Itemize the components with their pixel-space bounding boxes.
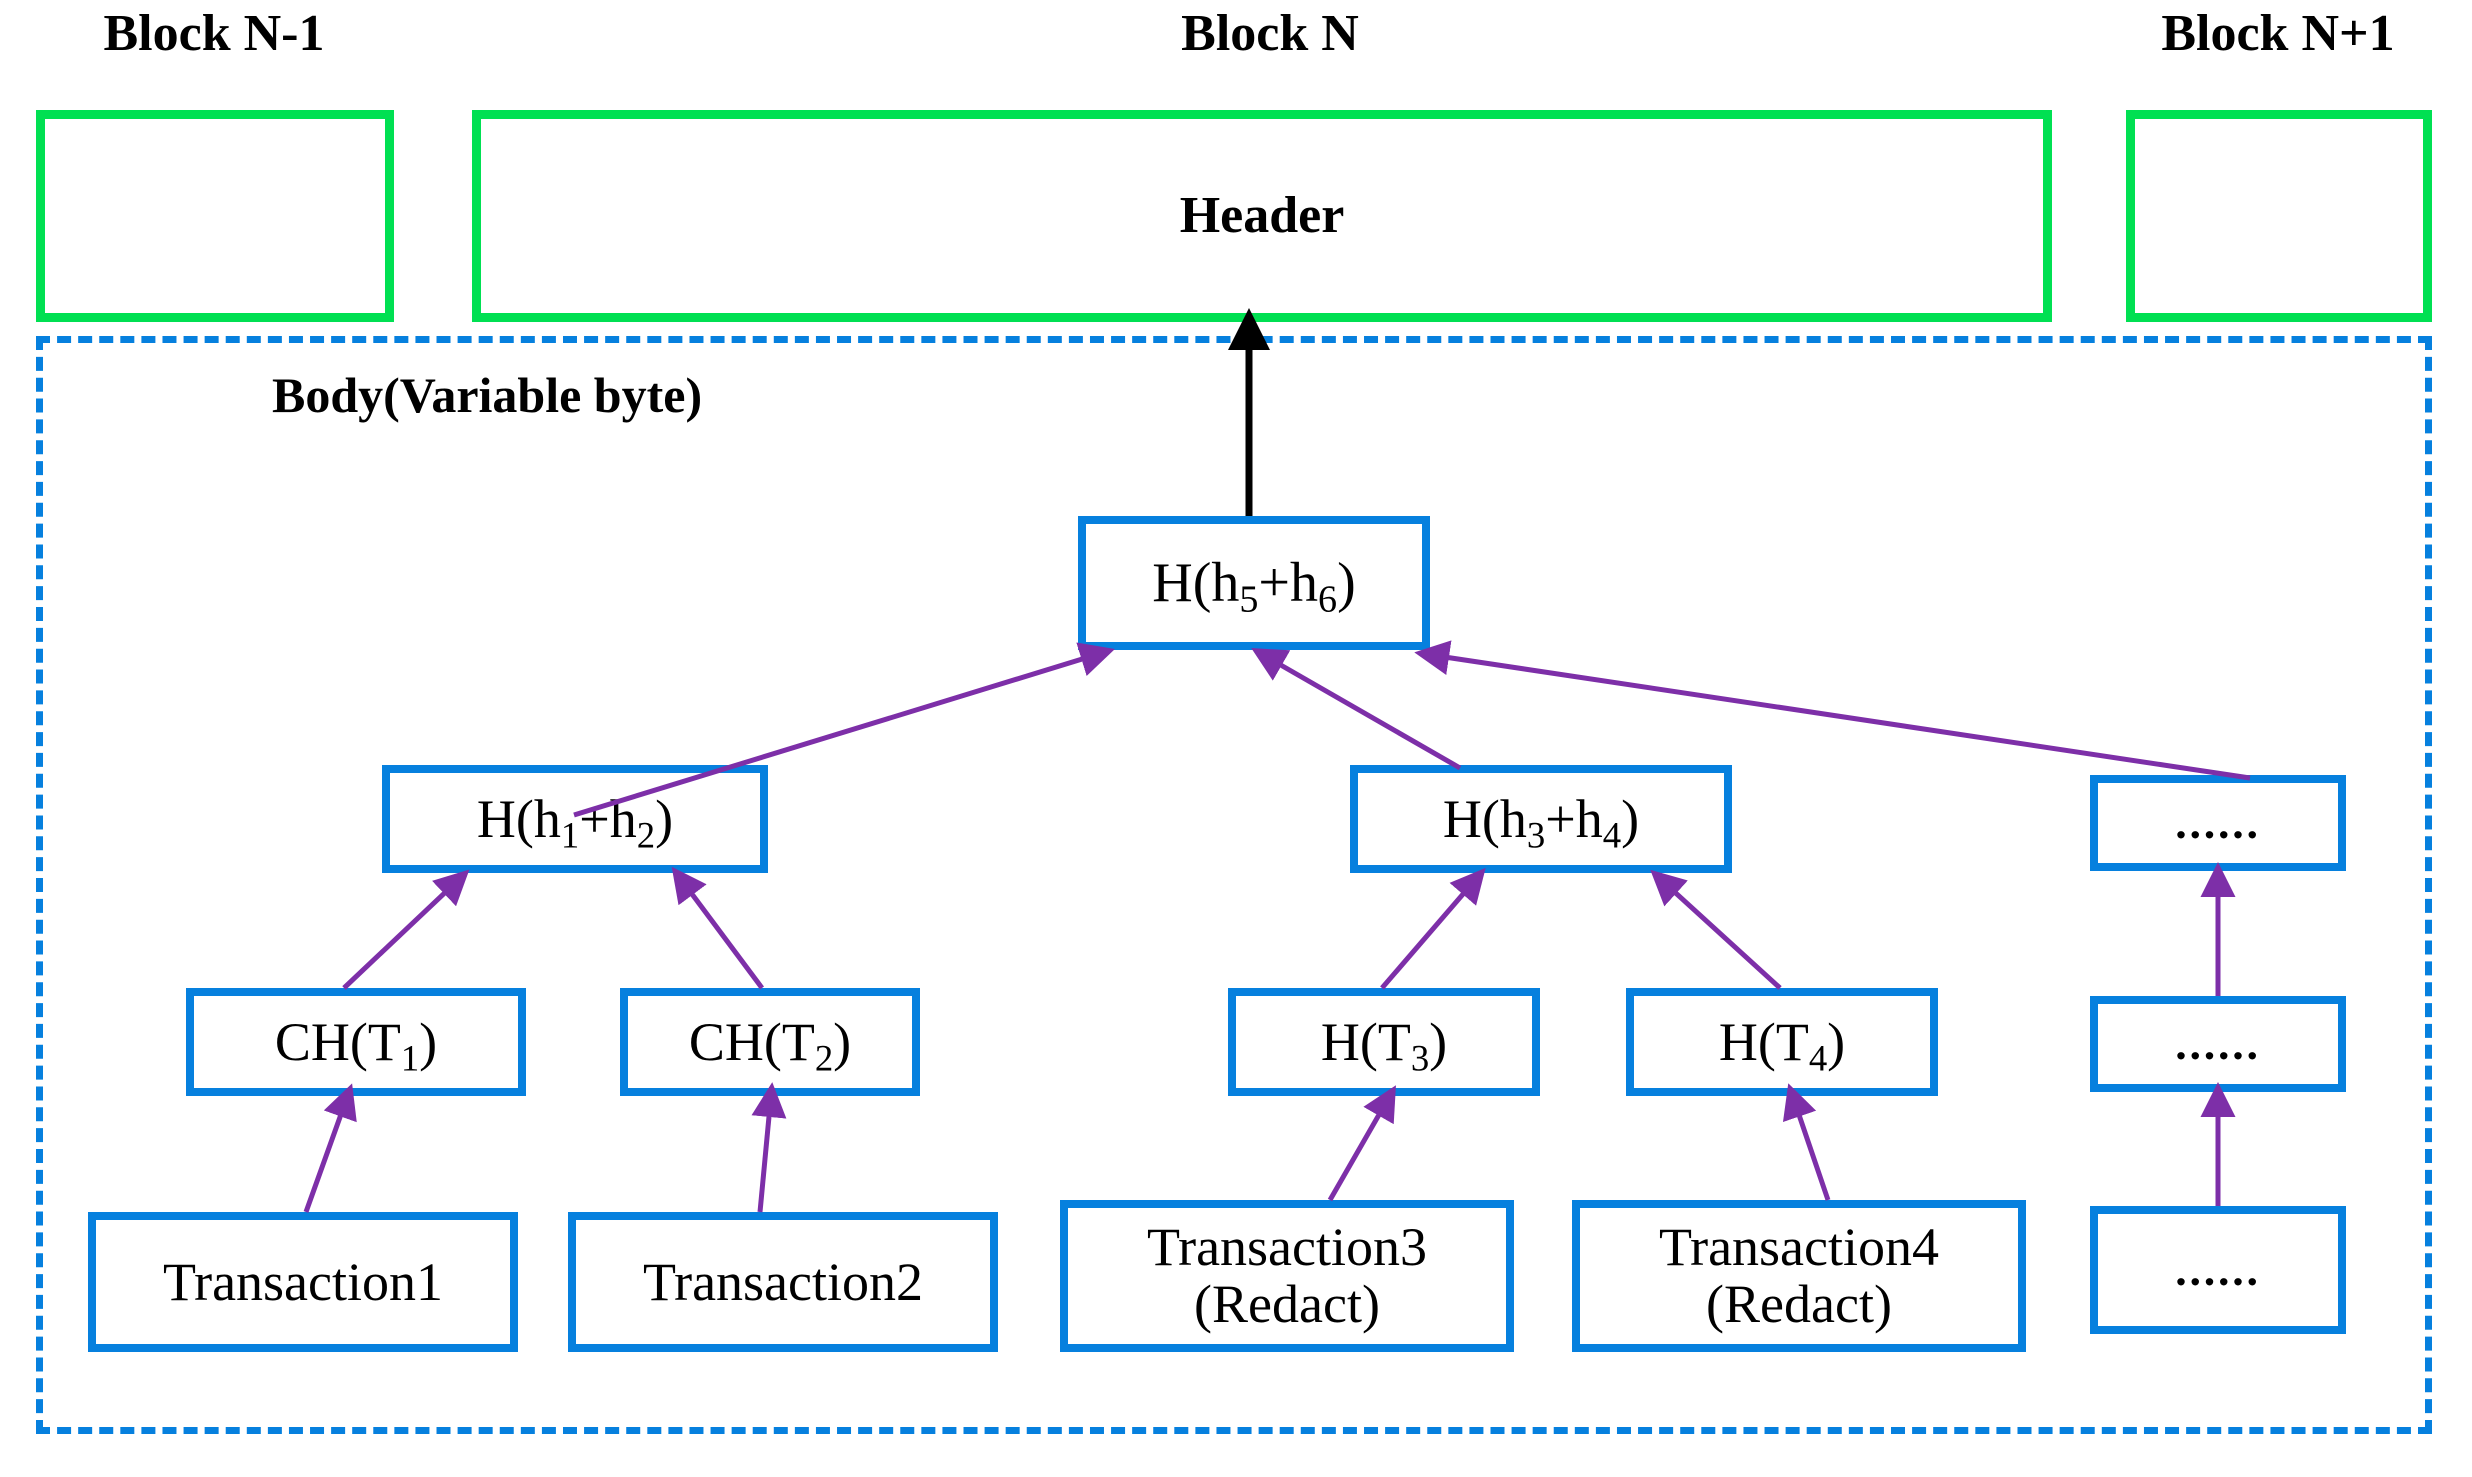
transaction-box-4[interactable]: Transaction4(Redact)	[1572, 1200, 2026, 1352]
merkle-leaf-ellipsis-level1[interactable]: ......	[2090, 996, 2346, 1092]
transaction-box-4-label: Transaction4(Redact)	[1659, 1217, 1939, 1334]
transaction-box-1-label: Transaction1	[163, 1251, 443, 1312]
merkle-leaf-ch-t2[interactable]: CH(T2)	[620, 988, 920, 1096]
block-label-next: Block N+1	[2161, 5, 2395, 62]
merkle-leaf-ch-t1-label: CH(T1)	[274, 1011, 438, 1078]
merkle-leaf-ch-t1[interactable]: CH(T1)	[186, 988, 526, 1096]
block-box-current-header: Header	[472, 110, 2052, 322]
merkle-root-node[interactable]: H(h5+h6)	[1078, 516, 1430, 650]
body-caption: Body(Variable byte)	[272, 367, 703, 423]
merkle-node-h12-label: H(h1+h2)	[476, 788, 674, 855]
merkle-node-h12[interactable]: H(h1+h2)	[382, 765, 768, 873]
block-box-next	[2126, 110, 2432, 322]
merkle-leaf-ch-t2-label: CH(T2)	[688, 1011, 852, 1078]
transaction-box-3-label: Transaction3(Redact)	[1147, 1217, 1427, 1334]
merkle-node-ellipsis-level2[interactable]: ......	[2090, 775, 2346, 871]
block-label-current: Block N	[1181, 5, 1359, 62]
merkle-node-ellipsis-level2-label: ......	[2175, 796, 2261, 848]
merkle-node-h34-label: H(h3+h4)	[1442, 788, 1640, 855]
merkle-node-h34[interactable]: H(h3+h4)	[1350, 765, 1732, 873]
transaction-box-3[interactable]: Transaction3(Redact)	[1060, 1200, 1514, 1352]
merkle-leaf-ellipsis-level1-label: ......	[2175, 1017, 2261, 1069]
transaction-box-1[interactable]: Transaction1	[88, 1212, 518, 1352]
merkle-leaf-h-t4-label: H(T4)	[1718, 1011, 1846, 1078]
header-label: Header	[1179, 187, 1345, 244]
transaction-box-ellipsis[interactable]: ......	[2090, 1206, 2346, 1334]
block-box-previous	[36, 110, 394, 322]
transaction-box-ellipsis-label: ......	[2175, 1243, 2261, 1295]
block-label-previous: Block N-1	[103, 5, 325, 62]
merkle-leaf-h-t3-label: H(T3)	[1320, 1011, 1448, 1078]
merkle-root-label: H(h5+h6)	[1152, 551, 1356, 621]
merkle-leaf-h-t4[interactable]: H(T4)	[1626, 988, 1938, 1096]
merkle-leaf-h-t3[interactable]: H(T3)	[1228, 988, 1540, 1096]
transaction-box-2-label: Transaction2	[643, 1251, 923, 1312]
transaction-box-2[interactable]: Transaction2	[568, 1212, 998, 1352]
